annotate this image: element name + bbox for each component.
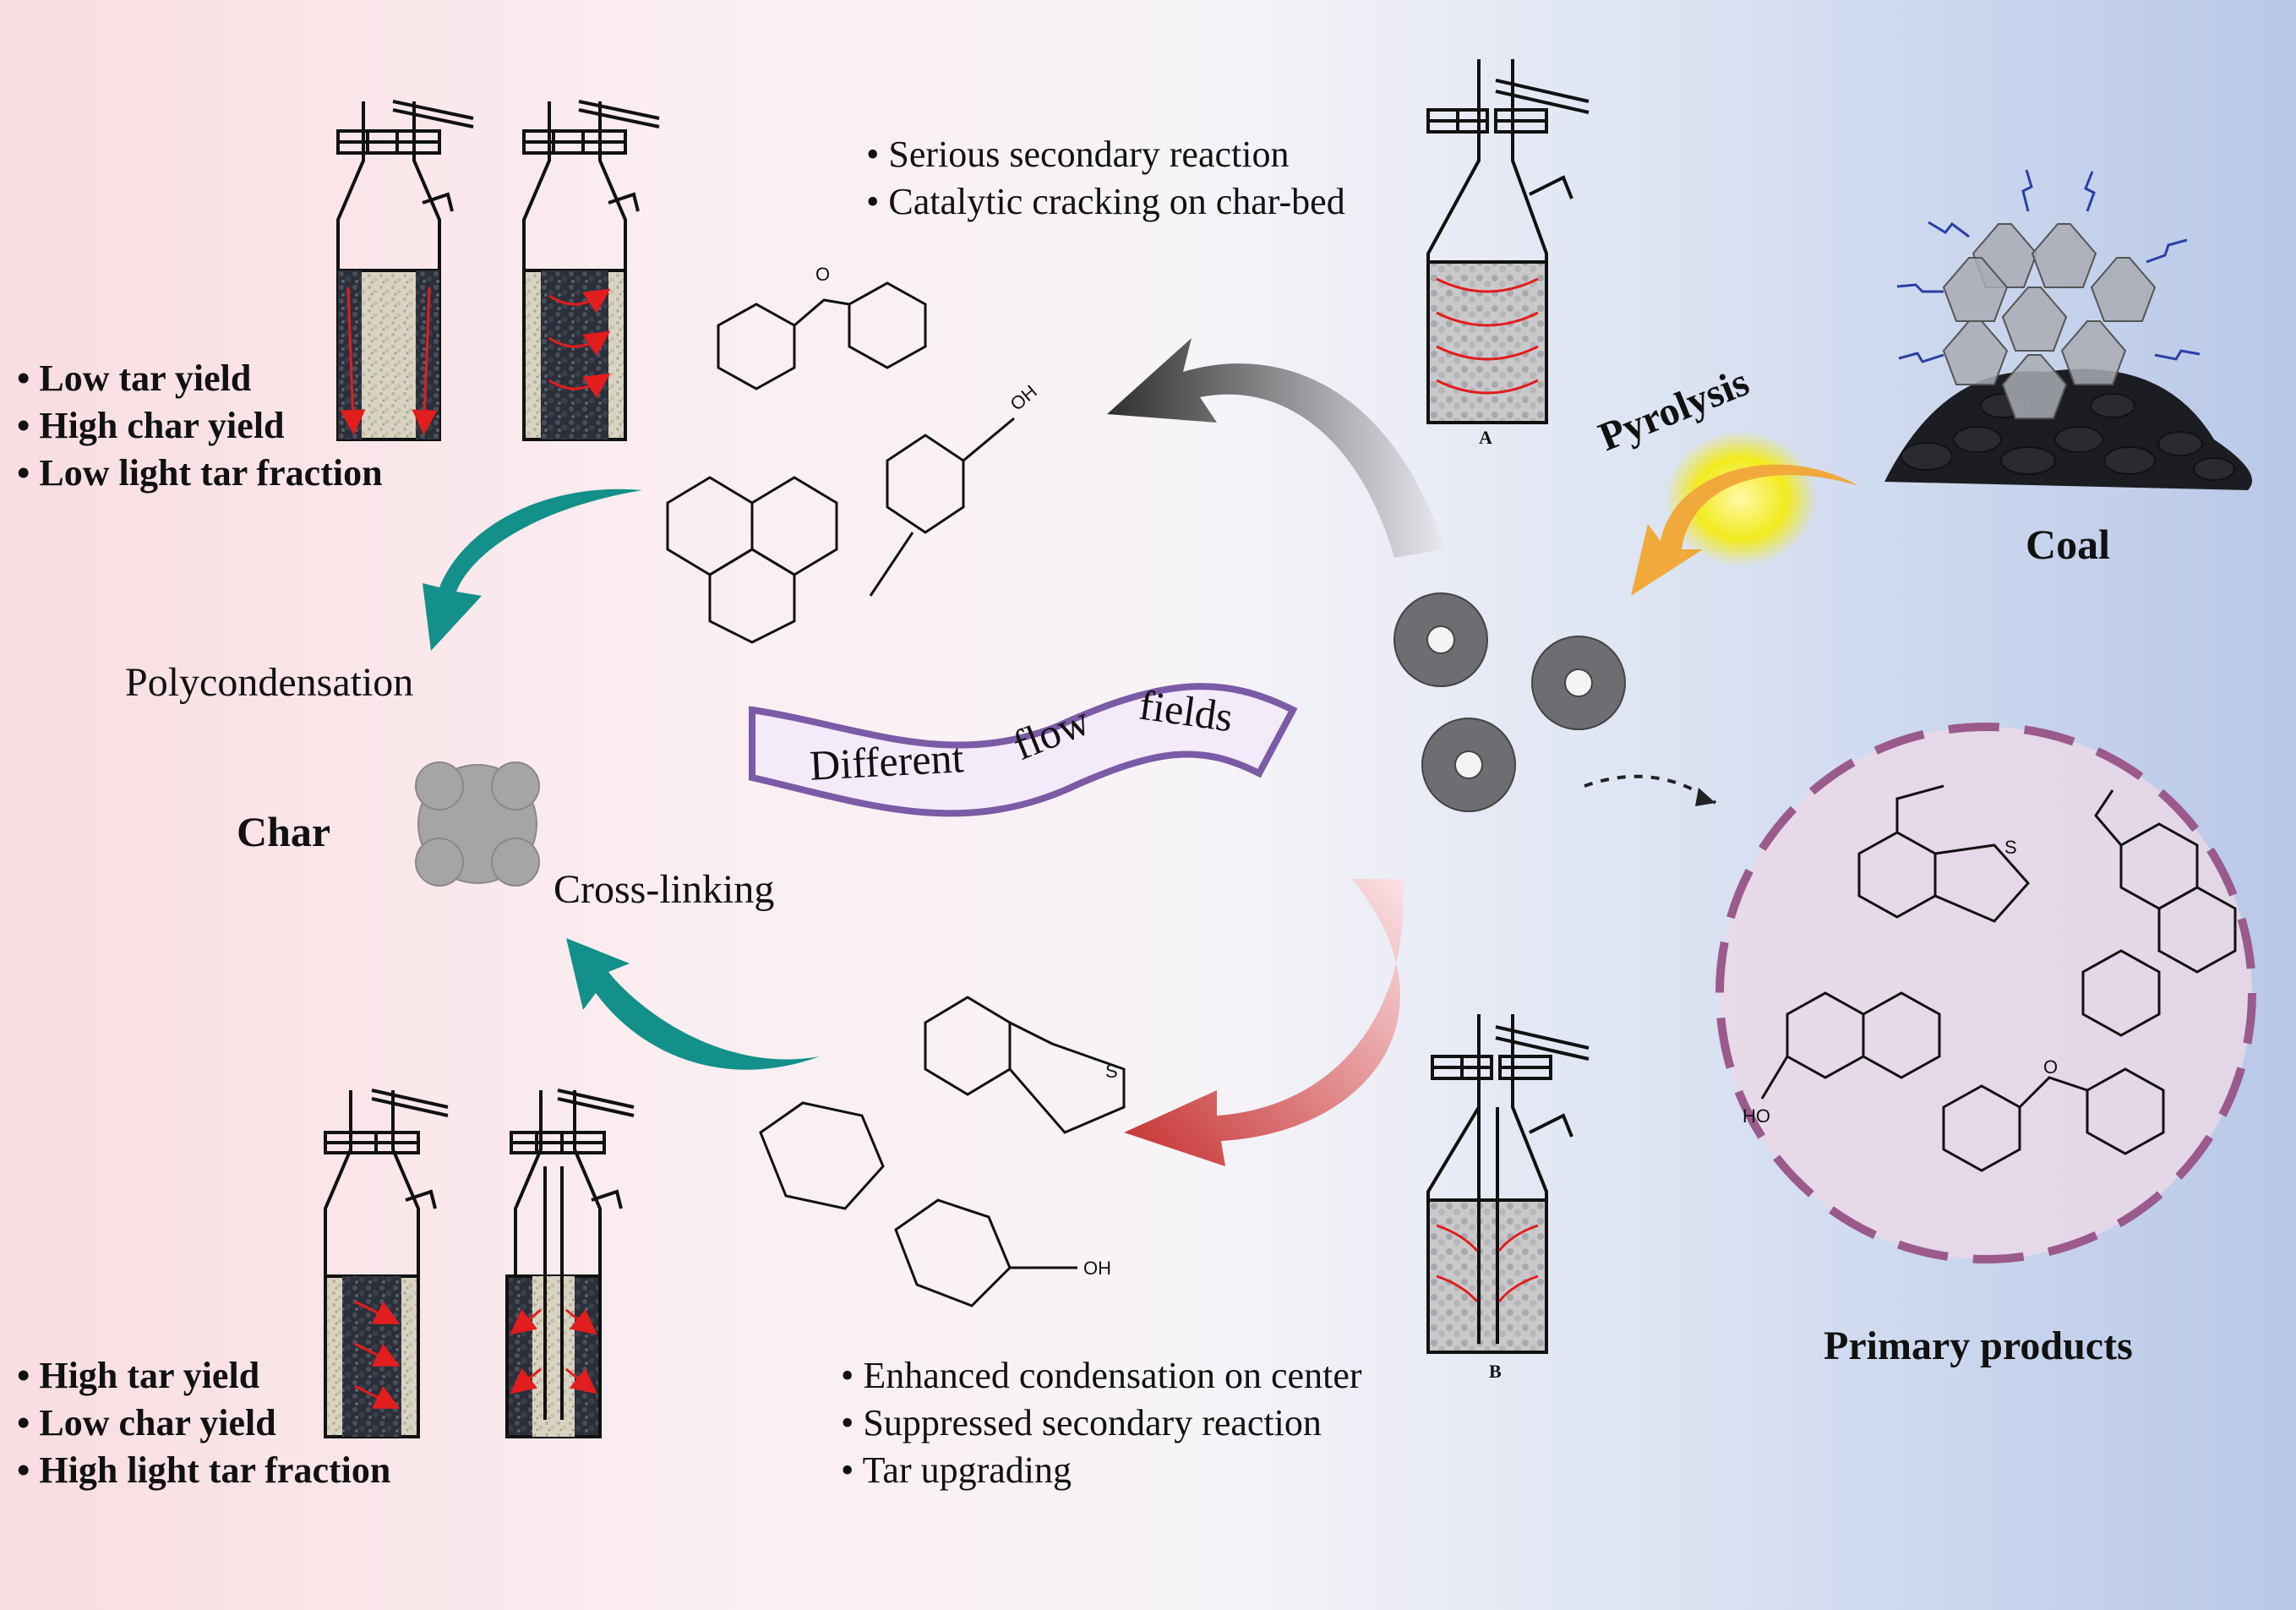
ethylphenanthrene bbox=[2081, 789, 2237, 1037]
reactor-a-label: A bbox=[1479, 427, 1492, 448]
red-arrow bbox=[1124, 879, 1404, 1166]
dibenzofuran-top bbox=[717, 281, 927, 390]
chem-o-primary: O bbox=[2043, 1056, 2059, 1078]
cresol-top bbox=[869, 417, 1015, 597]
reactor-bottom-left-2-flow bbox=[510, 1308, 597, 1394]
tar-particle-2 bbox=[1531, 636, 1626, 730]
reactor-bottom-left-2 bbox=[505, 1089, 635, 1438]
chem-s-primary: S bbox=[2004, 837, 2017, 858]
reactor-top-left-1-flow bbox=[340, 287, 438, 435]
chem-s-bottom: S bbox=[1105, 1061, 1118, 1082]
reactor-top-left-2 bbox=[522, 100, 660, 441]
ribbon-word-different: Different bbox=[808, 734, 965, 789]
phenol-bottom bbox=[894, 1198, 1077, 1307]
reactor-b-flow bbox=[1436, 1224, 1539, 1303]
chem-ho-primary: HO bbox=[1742, 1105, 1770, 1127]
bullet-high-char-yield: • High char yield bbox=[17, 405, 285, 446]
reactor-bottom-left-1-flow bbox=[354, 1300, 401, 1409]
coal-pile bbox=[1884, 368, 2252, 490]
tar-particle-1 bbox=[1393, 592, 1488, 687]
coal-side-chains bbox=[1896, 169, 2201, 363]
dibenzofuran-primary bbox=[1942, 1067, 2165, 1172]
bottom-center-bullets: • Enhanced condensation on center • Supp… bbox=[841, 1352, 1362, 1494]
ethylbenzothiophene bbox=[1857, 784, 2031, 923]
chem-o-top: O bbox=[815, 264, 831, 285]
teal-arrow-bottom bbox=[566, 938, 820, 1070]
reactor-top-left-2-flow bbox=[548, 288, 611, 398]
bullet-low-char-yield: • Low char yield bbox=[17, 1402, 276, 1444]
benzene-bottom bbox=[759, 1101, 885, 1210]
bullet-low-light-tar-fraction: • Low light tar fraction bbox=[17, 452, 383, 494]
benzothiophene-bottom bbox=[924, 996, 1126, 1134]
naphthol bbox=[1760, 991, 1941, 1100]
chem-oh-bottom: OH bbox=[1083, 1258, 1111, 1279]
cross-linking-label: Cross-linking bbox=[554, 867, 775, 912]
bullet-low-tar-yield: • Low tar yield bbox=[17, 357, 252, 399]
reactor-b bbox=[1426, 1014, 1590, 1354]
bottom-left-bullets: • High tar yield • Low char yield • High… bbox=[17, 1352, 390, 1494]
teal-arrow-top bbox=[423, 488, 642, 651]
bullet-suppressed-secondary-reaction: • Suppressed secondary reaction bbox=[841, 1402, 1322, 1444]
reactor-b-label: B bbox=[1489, 1361, 1502, 1382]
reactor-a bbox=[1426, 59, 1590, 424]
dark-arrow bbox=[1107, 338, 1445, 558]
top-center-bullets: • Serious secondary reaction • Catalytic… bbox=[866, 131, 1345, 226]
bullet-high-light-tar-fraction: • High light tar fraction bbox=[17, 1449, 391, 1491]
bullet-tar-upgrading: • Tar upgrading bbox=[841, 1449, 1072, 1491]
bullet-catalytic-cracking: • Catalytic cracking on char-bed bbox=[866, 181, 1345, 222]
phenalene-top bbox=[666, 476, 838, 644]
coal-structure bbox=[1942, 223, 2157, 419]
primary-products-label: Primary products bbox=[1824, 1323, 2133, 1368]
bullet-serious-secondary-reaction: • Serious secondary reaction bbox=[866, 134, 1290, 175]
coal-label: Coal bbox=[2026, 521, 2110, 568]
bullet-high-tar-yield: • High tar yield bbox=[17, 1355, 260, 1396]
polycondensation-label: Polycondensation bbox=[125, 660, 414, 705]
dotted-arrow bbox=[1584, 774, 1717, 805]
char-label: Char bbox=[237, 808, 331, 855]
flow-ribbon bbox=[749, 683, 1298, 817]
char-particle bbox=[415, 761, 540, 887]
pyrolysis-arrow bbox=[1631, 464, 1859, 596]
tar-particle-3 bbox=[1421, 718, 1516, 812]
primary-products-circle bbox=[1715, 723, 2256, 1263]
top-left-bullets: • Low tar yield • High char yield • Low … bbox=[17, 355, 383, 497]
reactor-a-flow bbox=[1436, 277, 1539, 395]
bullet-enhanced-condensation: • Enhanced condensation on center bbox=[841, 1355, 1362, 1396]
